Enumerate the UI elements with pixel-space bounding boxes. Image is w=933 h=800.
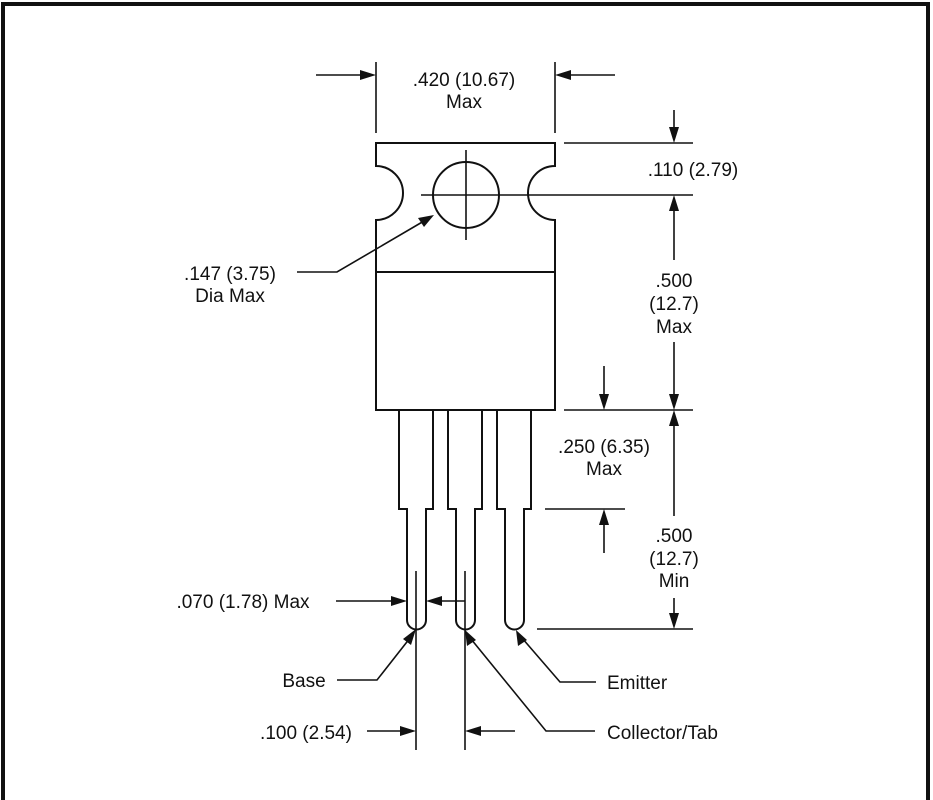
arrowhead <box>465 630 476 646</box>
dim-lead-width: .070 (1.78) Max <box>176 571 466 640</box>
dim-body-width-value: .420 (10.67) <box>413 70 515 91</box>
lead-emitter <box>496 410 532 631</box>
dim-lead-pitch: .100 (2.54) <box>260 640 515 750</box>
dim-lead-pitch-value: .100 (2.54) <box>260 723 352 744</box>
pin-label-emitter-text: Emitter <box>607 673 668 694</box>
dim-hole-to-body: .500 (12.7) Max <box>649 195 699 410</box>
dim-body-width: .420 (10.67) Max <box>316 62 615 133</box>
arrowhead <box>669 613 679 629</box>
dim-lead-length-qualifier: Min <box>659 571 690 592</box>
arrowhead <box>418 215 434 227</box>
dim-hole-diameter-qualifier: Dia Max <box>195 286 265 307</box>
dim-lead-shoulder-value: .250 (6.35) <box>558 437 650 458</box>
dim-lead-length: .500 (12.7) Min <box>537 410 699 630</box>
arrowhead <box>360 70 376 80</box>
arrowhead <box>669 127 679 143</box>
arrowhead <box>599 394 609 410</box>
dim-tab-to-hole-value: .110 (2.79) <box>648 160 738 181</box>
dim-lead-width-value: .070 (1.78) Max <box>176 592 310 613</box>
arrowhead <box>555 70 571 80</box>
pin-label-collector: Collector/Tab <box>465 630 718 744</box>
dim-hole-to-body-value: .500 <box>656 271 693 292</box>
dim-lead-length-value: .500 <box>656 526 693 547</box>
arrowhead <box>669 394 679 410</box>
arrowhead <box>669 410 679 426</box>
arrowhead <box>426 596 442 606</box>
arrowhead <box>669 195 679 211</box>
arrowhead <box>403 629 416 645</box>
arrowhead <box>391 596 407 606</box>
dim-lead-length-metric: (12.7) <box>649 549 699 570</box>
pin-label-collector-text: Collector/Tab <box>607 723 718 744</box>
arrowhead <box>465 726 481 736</box>
dim-hole-diameter-value: .147 (3.75) <box>184 264 276 285</box>
pin-label-emitter: Emitter <box>516 630 668 694</box>
package-body <box>375 142 693 411</box>
dim-hole-diameter: .147 (3.75) Dia Max <box>184 215 434 307</box>
dim-lead-shoulder: .250 (6.35) Max <box>545 366 650 553</box>
arrowhead <box>516 630 527 646</box>
dim-tab-to-hole: .110 (2.79) <box>564 110 738 181</box>
arrowhead <box>400 726 416 736</box>
arrowhead <box>599 509 609 525</box>
dim-hole-to-body-metric: (12.7) <box>649 294 699 315</box>
pin-label-base-text: Base <box>282 671 325 692</box>
body-outline <box>375 142 556 411</box>
dim-body-width-qualifier: Max <box>446 92 482 113</box>
dim-hole-to-body-qualifier: Max <box>656 317 692 338</box>
dim-lead-shoulder-qualifier: Max <box>586 459 622 480</box>
pin-label-base: Base <box>282 629 416 692</box>
